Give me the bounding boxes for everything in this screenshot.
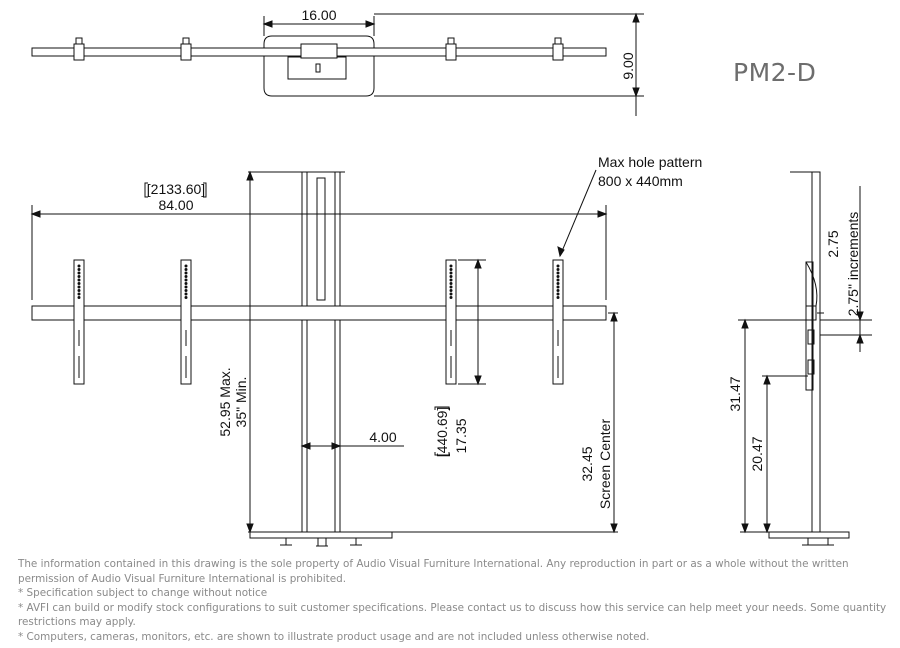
notes-copyright: The information contained in this drawin… [18,558,849,585]
increment-label: 2.75" increments [845,212,861,317]
bar-metric-label: [2133.60] [147,181,205,197]
height-label-1: 52.95 Max. [217,367,233,436]
front-view [30,169,618,547]
model-name: PM2-D [733,58,817,87]
side-view [738,171,872,546]
notes: The information contained in this drawin… [18,557,890,645]
notes-custom-build: * AVFI can build or modify stock configu… [18,601,887,629]
top-width-label: 16.00 [301,7,336,23]
hole-pattern-label-2: 800 x 440mm [598,173,683,189]
top-clamps [73,37,564,61]
notes-equipment: * Computers, cameras, monitors, etc. are… [18,630,650,643]
mounting-brackets [73,259,564,385]
bracket-metric-label: [440.69] [434,407,450,458]
top-depth-label: 9.00 [620,52,636,79]
technical-drawing: 16.00 9.00 [2133.60] 84.00 Max hole patt… [30,7,872,547]
hole-pattern-label-1: Max hole pattern [598,154,702,170]
height-label-2: 35" Min. [233,377,249,428]
screen-center-label: Screen Center [597,419,613,510]
increment-value-label: 2.75 [825,230,841,257]
bracket-holes [77,264,560,378]
screen-center-value: 32.45 [579,446,595,481]
side-upper-label: 31.47 [727,376,743,411]
side-lower-label: 20.47 [749,436,765,471]
top-view [31,12,644,116]
bracket-imperial-label: 17.35 [453,418,469,453]
bar-imperial-label: 84.00 [158,197,193,213]
column-width-label: 4.00 [369,429,396,445]
notes-spec-change: * Specification subject to change withou… [18,587,268,600]
